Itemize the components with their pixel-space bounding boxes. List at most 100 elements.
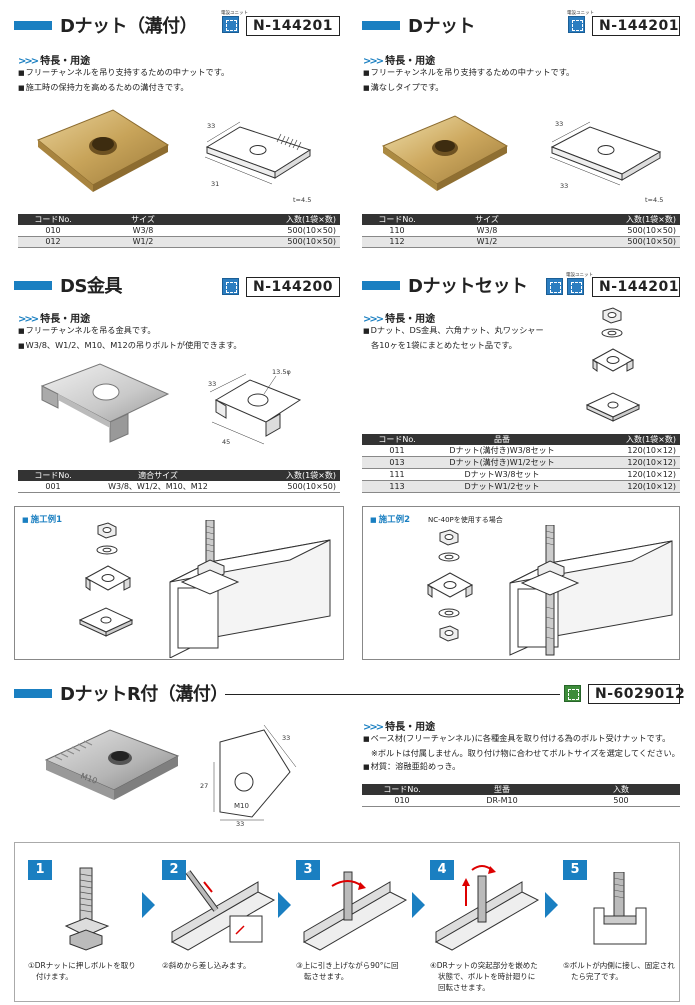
example-title: 施工例1 (22, 513, 62, 525)
features-heading: >>>特長・用途 (363, 56, 436, 67)
d-nut-photo (381, 115, 509, 191)
features-list: フリーチャンネルを吊る金具です。 W3/8、W1/2、M10、M12の吊りボルト… (18, 324, 242, 353)
svg-text:45: 45 (222, 438, 230, 446)
header-bar (362, 20, 400, 30)
d-nut-r-photo: M10 (44, 729, 180, 800)
installation-example-1 (14, 506, 344, 660)
product-code: N-144201 (592, 16, 680, 36)
d-nut-r-drawing: M10 33 27 33 (200, 724, 297, 827)
example-2-drawing (426, 525, 673, 656)
step-caption: ②斜めから差し込みます。 (162, 961, 251, 970)
step-2-drawing (170, 870, 276, 951)
example-1-drawing (78, 520, 331, 658)
installation-steps-frame (14, 842, 680, 1002)
svg-text:33: 33 (207, 122, 215, 130)
header-bar (14, 688, 52, 698)
section-title: Dナット (408, 16, 475, 37)
ds-fitting-drawing: 13.5φ 33 45 (208, 368, 302, 446)
features-list: フリーチャンネルを吊り支持するための中ナットです。 施工時の保持力を高めるための… (18, 66, 230, 95)
step-1-drawing (64, 867, 110, 951)
svg-text:33: 33 (282, 734, 290, 742)
next-arrow (278, 892, 291, 918)
step-5-drawing (593, 872, 647, 945)
features-heading: >>>特長・用途 (18, 56, 91, 67)
step-number: 3 (296, 860, 320, 880)
ds-fitting-icon (546, 278, 563, 295)
features-heading: >>>特長・用途 (363, 722, 436, 733)
electric-unit-icon: 電設ユニット (221, 11, 248, 33)
example-note: NC-40Pを使用する場合 (428, 516, 503, 524)
ds-fitting-photo (40, 363, 170, 443)
svg-text:27: 27 (200, 782, 208, 790)
next-arrow (142, 892, 155, 918)
installation-example-2 (362, 506, 680, 660)
features-list: フリーチャンネルを吊り支持するための中ナットです。 溝なしタイプです。 (363, 66, 575, 95)
step-3-drawing (302, 871, 408, 951)
product-code: N-144201 (592, 277, 680, 297)
section-title: Dナット（溝付） (60, 16, 197, 37)
svg-text:33: 33 (560, 182, 568, 190)
svg-text:t=4.5: t=4.5 (645, 196, 663, 204)
step-number: 1 (28, 860, 52, 880)
next-arrow (545, 892, 558, 918)
features-list: ベース材(フリーチャンネル)に各種金具を取り付ける為のボルト受けナットです。 ※… (363, 732, 680, 775)
step-number: 4 (430, 860, 454, 880)
product-code: N-6029012 (588, 684, 685, 704)
product-code: N-144200 (246, 277, 340, 297)
section-header-d-nut-set: Dナットセット (362, 272, 528, 298)
section-header-d-nut: Dナット (362, 12, 475, 38)
next-arrow (412, 892, 425, 918)
svg-text:M10: M10 (234, 802, 249, 810)
electric-unit-icon (222, 278, 239, 295)
section-title: DS金具 (60, 276, 122, 297)
d-nut-set-exploded-drawing (585, 307, 641, 422)
svg-text:33: 33 (208, 380, 216, 388)
bolt-receiver-icon (564, 685, 581, 702)
d-nut-drawing: 33 33 t=4.5 (549, 120, 663, 204)
svg-text:13.5φ: 13.5φ (272, 368, 291, 376)
electric-unit-icon: 電設ユニット (567, 11, 594, 33)
svg-text:31: 31 (211, 180, 219, 188)
features-heading: >>>特長・用途 (363, 314, 436, 325)
features-heading: >>>特長・用途 (18, 314, 91, 325)
step-number: 2 (162, 860, 186, 880)
step-4-drawing (434, 865, 540, 951)
step-caption: ③上に引き上げながら90°に回転させます。 (296, 961, 399, 981)
electric-unit-icon: 電設ユニット (566, 273, 593, 295)
d-nut-groove-drawing: 33 31 t=4.5 (204, 121, 311, 204)
section-header-d-nut-groove: Dナット（溝付） (14, 12, 197, 38)
section-header-ds-fitting: DS金具 (14, 272, 122, 298)
section-title: DナットR付（溝付） (60, 684, 228, 705)
section-rule (225, 694, 560, 695)
step-caption: ⑤ボルトが内側に接し、固定されたら完了です。 (563, 961, 675, 981)
d-nut-groove-photo (37, 109, 169, 192)
header-bar (14, 280, 52, 290)
section-header-d-nut-r: DナットR付（溝付） (14, 680, 228, 706)
header-bar (362, 280, 400, 290)
svg-text:t=4.5: t=4.5 (293, 196, 311, 204)
svg-text:33: 33 (236, 820, 244, 827)
step-number: 5 (563, 860, 587, 880)
product-code: N-144201 (246, 16, 340, 36)
example-title: 施工例2 (370, 513, 410, 525)
features-list: Dナット、DS金具、六角ナット、丸ワッシャー 各10ヶを1袋にまとめたセット品で… (363, 324, 544, 352)
svg-text:33: 33 (555, 120, 563, 128)
section-title: Dナットセット (408, 276, 528, 297)
header-bar (14, 20, 52, 30)
step-caption: ④DRナットの突起部分を嵌めた状態で、ボルトを時計廻りに回転させます。 (430, 961, 538, 992)
